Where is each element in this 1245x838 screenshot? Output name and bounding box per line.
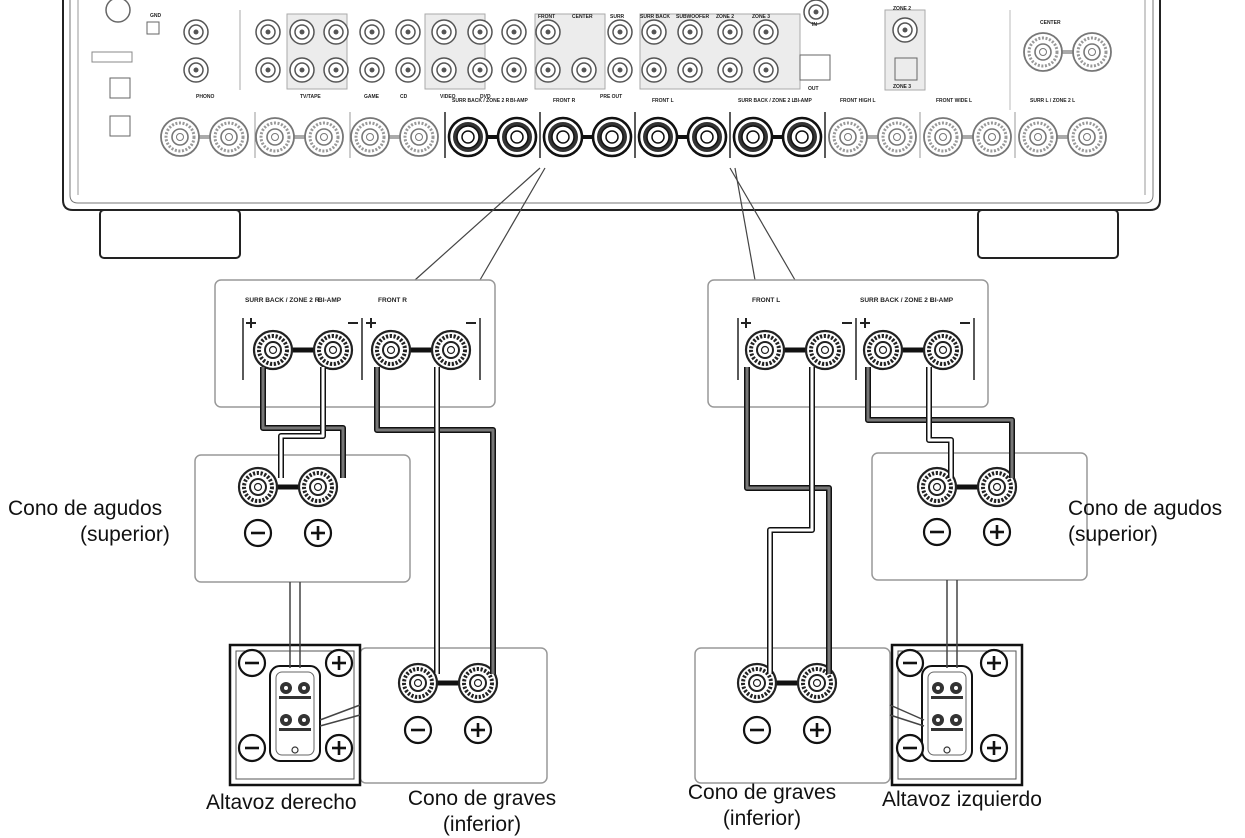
minus-icon	[895, 648, 925, 678]
plus-icon	[303, 518, 333, 548]
top-label: SUBWOOFER	[676, 14, 709, 20]
caption-tweeter-left: Cono de agudos (superior)	[1068, 496, 1222, 548]
caption-line: Cono de agudos	[1068, 497, 1223, 520]
receiver-foot-left	[99, 209, 241, 259]
receiver-foot-right	[977, 209, 1119, 259]
top-label: GAME	[364, 94, 380, 100]
zoom-label: BI-AMP	[930, 297, 954, 304]
tweeter-box-left	[871, 452, 1088, 581]
speaker-label: SURR L / ZONE 2 L	[1030, 98, 1075, 104]
top-label: SURR	[610, 14, 625, 20]
speaker-label: SURR BACK / ZONE 2 L	[738, 98, 795, 104]
top-label: ZONE 2	[893, 6, 911, 12]
speaker-label: BI-AMP	[794, 98, 812, 104]
receiver-top-labels: GND PHONO TV/TAPE GAME CD VIDEO DVD FRON…	[150, 6, 911, 100]
caption-line: Cono de agudos	[8, 497, 163, 520]
minus-icon	[243, 518, 273, 548]
top-label: OUT	[808, 86, 819, 92]
connector-lines	[289, 580, 958, 727]
caption-line: Cono de graves	[687, 781, 837, 804]
caption-woofer-right: Cono de graves (inferior)	[400, 786, 564, 838]
minus-icon	[403, 715, 433, 745]
speaker-label: FRONT HIGH L	[840, 98, 876, 104]
plus-icon	[979, 648, 1009, 678]
speaker-label: FRONT WIDE L	[936, 98, 972, 104]
plus-icon	[802, 715, 832, 745]
top-label: PHONO	[196, 94, 214, 100]
top-label: PRE OUT	[600, 94, 622, 100]
plus-icon	[979, 733, 1009, 763]
plus-icon	[982, 517, 1012, 547]
tweeter-box-right	[194, 454, 411, 583]
caption-speaker-left: Altavoz izquierdo	[882, 788, 1042, 811]
top-label: SURR BACK	[640, 14, 670, 20]
zoom-label: FRONT R	[378, 297, 407, 304]
receiver-speaker-terminals: CENTER SURR BACK / ZONE 2 R BI-AMP FRONT…	[159, 20, 1113, 158]
plus-icon	[324, 648, 354, 678]
receiver-back-panel: GND PHONO TV/TAPE GAME CD VIDEO DVD FRON…	[62, 0, 1161, 259]
caption-line: (superior)	[1068, 523, 1158, 546]
caption-woofer-left: Cono de graves (inferior)	[680, 780, 844, 832]
caption-line: (inferior)	[722, 807, 802, 830]
top-label: DVD	[480, 94, 491, 100]
speaker-label: SURR BACK / ZONE 2 R	[452, 98, 510, 104]
zoom-panel-right-speaker: SURR BACK / ZONE 2 R BI-AMP FRONT R	[214, 279, 496, 408]
top-label: GND	[150, 13, 162, 19]
top-label: ZONE 2	[716, 14, 734, 20]
minus-icon	[895, 733, 925, 763]
top-label: TV/TAPE	[300, 94, 321, 100]
woofer-box-right	[359, 647, 548, 784]
callout-lines	[414, 167, 796, 281]
speaker-cables	[260, 367, 1015, 674]
top-label: IN	[812, 22, 817, 28]
zoom-label: BI-AMP	[318, 297, 342, 304]
minus-icon	[237, 733, 267, 763]
caption-speaker-right: Altavoz derecho	[206, 791, 357, 814]
woofer-box-left	[694, 647, 891, 784]
top-label: VIDEO	[440, 94, 456, 100]
zoom-label: SURR BACK / ZONE 2 L	[860, 297, 934, 304]
minus-icon	[922, 517, 952, 547]
top-label: ZONE 3	[752, 14, 770, 20]
plus-icon	[324, 733, 354, 763]
zoom-panel-left-speaker: FRONT L SURR BACK / ZONE 2 L BI-AMP	[707, 279, 989, 408]
zoom-label: FRONT L	[752, 297, 780, 304]
caption-line: Cono de graves	[407, 787, 557, 810]
speaker-label: CENTER	[1040, 20, 1061, 26]
caption-tweeter-right: Cono de agudos (superior)	[8, 496, 170, 548]
top-label: CENTER	[572, 14, 593, 20]
speaker-label: FRONT L	[652, 98, 674, 104]
caption-line: (superior)	[80, 523, 170, 546]
speaker-label: FRONT R	[553, 98, 576, 104]
top-label: FRONT	[538, 14, 555, 20]
speaker-label: BI-AMP	[510, 98, 528, 104]
caption-line: (inferior)	[442, 813, 522, 836]
top-label: ZONE 3	[893, 84, 911, 90]
speaker-plate-right	[228, 643, 362, 787]
minus-icon	[742, 715, 772, 745]
plus-icon	[463, 715, 493, 745]
zoom-label: SURR BACK / ZONE 2 R	[245, 297, 320, 304]
minus-icon	[237, 648, 267, 678]
top-label: CD	[400, 94, 408, 100]
